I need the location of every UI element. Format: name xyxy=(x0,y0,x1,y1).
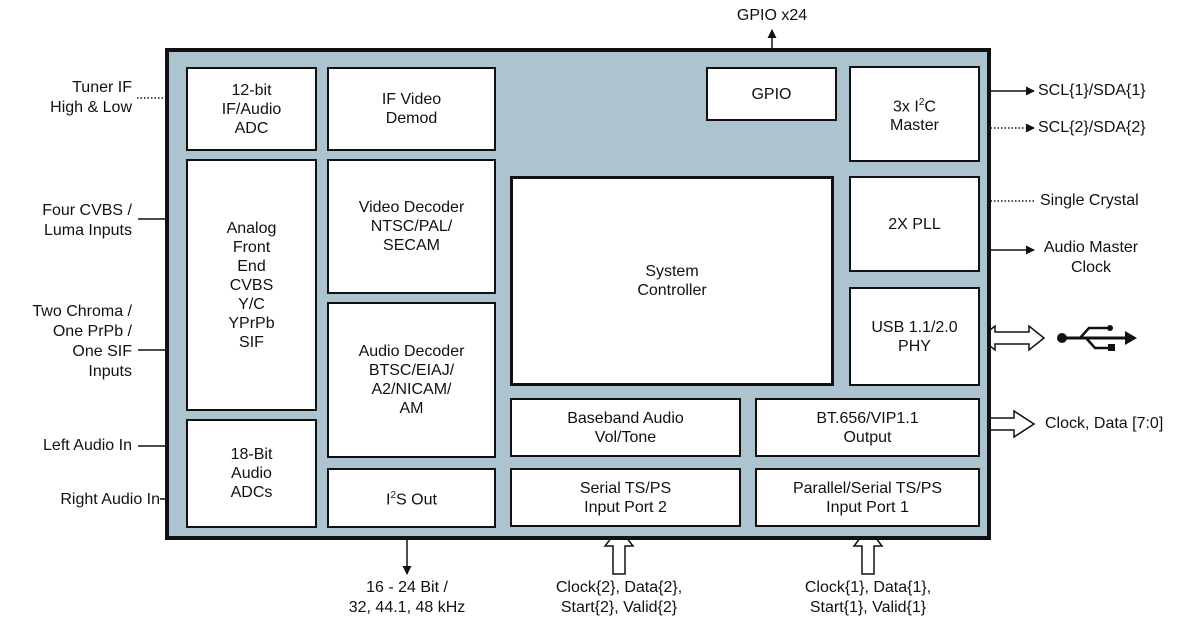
video-output-label: Clock, Data [7:0] xyxy=(1045,415,1164,432)
i2c-prefix: 3x I xyxy=(893,98,919,116)
i2s-superscript: 2 xyxy=(390,490,397,502)
serial-ts-port2-block: Serial TS/PS Input Port 2 xyxy=(510,468,741,527)
gpio-block: GPIO xyxy=(706,67,837,121)
left-audio-label: Left Audio In xyxy=(43,437,132,454)
audio-adcs-block: 18-Bit Audio ADCs xyxy=(186,419,317,528)
i2c-suffix: C xyxy=(924,98,936,116)
i2c-master-label: Master xyxy=(890,117,939,135)
video-decoder-block: Video Decoder NTSC/PAL/ SECAM xyxy=(327,159,496,294)
single-crystal-label: Single Crystal xyxy=(1040,192,1139,209)
if-video-demod-block: IF Video Demod xyxy=(327,67,496,151)
i2s-prefix: I xyxy=(386,491,391,509)
bt656-output-block: BT.656/VIP1.1 Output xyxy=(755,398,980,457)
baseband-audio-block: Baseband Audio Vol/Tone xyxy=(510,398,741,457)
scl-sda-1-label: SCL{1}/SDA{1} xyxy=(1038,82,1146,99)
chip-boundary: 12-bit IF/Audio ADC IF Video Demod Analo… xyxy=(165,48,991,540)
i2s-suffix: S Out xyxy=(396,491,437,509)
audio-master-clock-label: Audio Master Clock xyxy=(1043,239,1139,276)
system-controller-block: System Controller xyxy=(510,176,834,386)
i2s-format-label: 16 - 24 Bit / 32, 44.1, 48 kHz xyxy=(348,579,466,616)
usb-phy-block: USB 1.1/2.0 PHY xyxy=(849,287,980,386)
i2c-superscript: 2 xyxy=(918,96,925,108)
if-audio-adc-block: 12-bit IF/Audio ADC xyxy=(186,67,317,151)
gpio-bus-label: GPIO x24 xyxy=(736,7,808,24)
tuner-if-label: Tuner IF High & Low xyxy=(50,79,132,116)
pll-block: 2X PLL xyxy=(849,176,980,272)
analog-front-end-block: Analog Front End CVBS Y/C YPrPb SIF xyxy=(186,159,317,411)
usb-icon xyxy=(1057,325,1137,351)
chroma-inputs-label: Two Chroma / One PrPb / One SIF Inputs xyxy=(32,303,132,380)
parallel-serial-ts-port1-block: Parallel/Serial TS/PS Input Port 1 xyxy=(755,468,980,527)
audio-decoder-block: Audio Decoder BTSC/EIAJ/ A2/NICAM/ AM xyxy=(327,302,496,458)
cvbs-inputs-label: Four CVBS / Luma Inputs xyxy=(42,202,132,239)
usb-data-arrow xyxy=(978,324,1046,352)
right-audio-label: Right Audio In xyxy=(60,491,160,508)
scl-sda-2-label: SCL{2}/SDA{2} xyxy=(1038,119,1146,136)
ts-port2-signals-label: Clock{2}, Data{2}, Start{2}, Valid{2} xyxy=(555,579,683,616)
i2s-out-block: I2S Out xyxy=(327,468,496,528)
ts-port1-signals-label: Clock{1}, Data{1}, Start{1}, Valid{1} xyxy=(804,579,932,616)
